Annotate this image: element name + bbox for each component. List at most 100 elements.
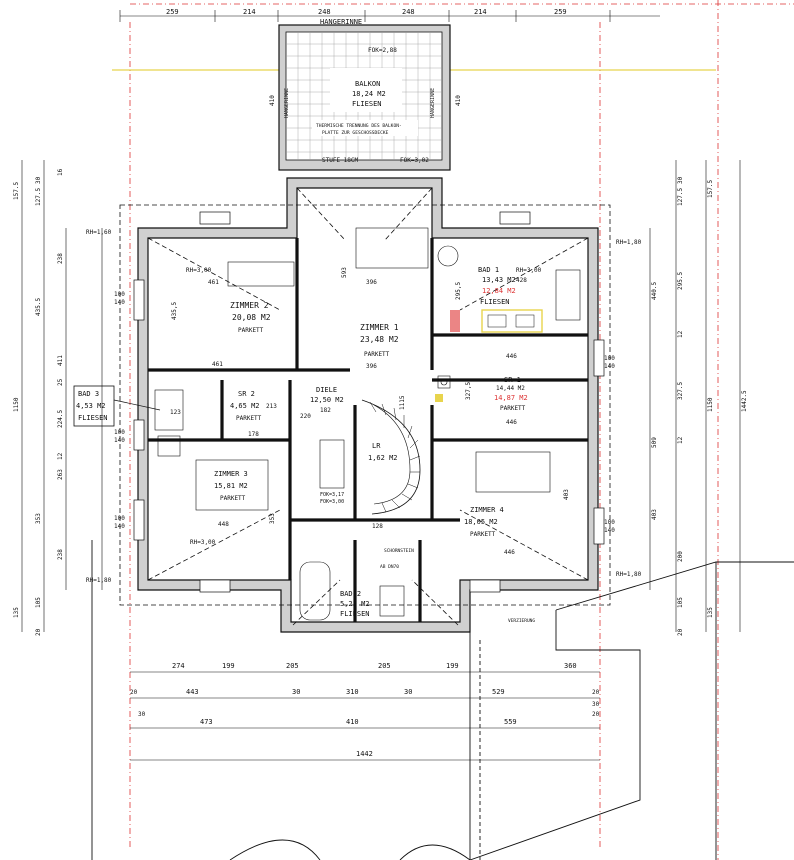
window-140-d: 140 xyxy=(604,363,615,370)
rh-300-b: RH=3,00 xyxy=(516,267,542,274)
zimmer-3-dim-353: 353 xyxy=(269,513,276,524)
dim-left-1275: 127.5 xyxy=(35,188,42,206)
bad-1-floor: FLIESEN xyxy=(480,298,510,306)
dim-top-6: 259 xyxy=(554,8,567,16)
balcony-area: 18,24 M2 xyxy=(352,90,386,98)
bad-2-floor: FLIESEN xyxy=(340,610,370,618)
window-140-a: 140 xyxy=(114,299,125,306)
dim-top-1: 259 xyxy=(166,8,179,16)
dim-bottom-total: 1442 xyxy=(356,750,373,758)
right-dimension-chains: 157.5 1150 1442.5 135 440.5 509 403 295.… xyxy=(649,160,748,632)
dim-left-353: 353 xyxy=(35,513,42,524)
window-140-e: 140 xyxy=(604,527,615,534)
zimmer-4-name: ZIMMER 4 xyxy=(470,506,504,514)
zimmer-2-dim-461a: 461 xyxy=(208,279,219,286)
dim-bottom3-410: 410 xyxy=(346,718,359,726)
dim-bottom1-274: 274 xyxy=(172,662,185,670)
dim-left-238b: 238 xyxy=(57,549,64,560)
dim-bottom2-529: 529 xyxy=(492,688,505,696)
diele-dim-182: 182 xyxy=(320,407,331,414)
dim-right-3275: 327.5 xyxy=(677,382,684,400)
window-labels: 100 140 100 140 100 140 100 140 100 140 xyxy=(114,291,615,534)
bad-1-dim-428: 428 xyxy=(516,277,527,284)
zimmer-1-name: ZIMMER 1 xyxy=(360,323,399,332)
bad-1-dim-2955: 295,5 xyxy=(455,282,462,300)
room-bad-1: BAD 1 RH=3,00 13,43 M2 428 12,84 M2 FLIE… xyxy=(437,245,581,333)
dim-right-200: 200 xyxy=(677,551,684,562)
dim-left-16: 16 xyxy=(57,168,64,176)
sr-1-alt-area: 14,44 M2 xyxy=(496,385,525,392)
small-12-b: 12 xyxy=(677,330,684,338)
window-100-c: 100 xyxy=(114,515,125,522)
window-100-b: 100 xyxy=(114,429,125,436)
zimmer-1-area: 23,48 M2 xyxy=(360,335,399,344)
zimmer-3-dim-448: 448 xyxy=(218,521,229,528)
dim-left-2245: 224.5 xyxy=(57,410,64,428)
window-140-b: 140 xyxy=(114,437,125,444)
zimmer-3-name: ZIMMER 3 xyxy=(214,470,248,478)
dim-right-2955: 295.5 xyxy=(677,272,684,290)
small-30-a: 30 xyxy=(35,176,42,184)
small-12-a: 12 xyxy=(57,452,64,460)
bad-3-dim-123: 123 xyxy=(170,409,181,416)
dim-bottom1-360: 360 xyxy=(564,662,577,670)
dim-bottom1-205a: 205 xyxy=(286,662,299,670)
sr-2-dim-178: 178 xyxy=(248,431,259,438)
bad-3-name: BAD 3 xyxy=(78,390,99,398)
stufe-label: STUFE 18CM xyxy=(322,157,359,164)
room-diele: DIELE 12,50 M2 182 1115 FOK=3,17 FOK=3,0… xyxy=(310,386,406,505)
room-sr-1: 446 SR 1 14,44 M2 14,87 M2 PARKETT 327,5… xyxy=(435,353,528,426)
ab-dn70-label: AB DN70 xyxy=(380,564,399,570)
dim-bottom2-30a: 30 xyxy=(292,688,300,696)
dim-bottom1-199b: 199 xyxy=(446,662,459,670)
dim-left-135: 135 xyxy=(13,607,20,618)
sr-1-dim-446b: 446 xyxy=(506,419,517,426)
room-zimmer-4: ZIMMER 4 18,05 M2 PARKETT 403 446 xyxy=(464,451,570,556)
dim-right-509: 509 xyxy=(651,437,658,448)
balcony-depth-left: 410 xyxy=(269,95,276,106)
zimmer-2-floor: PARKETT xyxy=(238,327,264,334)
bad-1-area: 12,84 M2 xyxy=(482,287,516,295)
fok-302-label: FOK=3,02 xyxy=(400,157,429,164)
zimmer-2-dim-4355: 435,5 xyxy=(171,302,178,320)
diele-area: 12,50 M2 xyxy=(310,396,344,404)
thermische-label: THERMISCHE TRENNUNG DES BALKON- xyxy=(316,123,402,129)
hangerinne-left-label: HANGERINNE xyxy=(284,88,290,118)
sr-2-area: 4,65 M2 xyxy=(230,402,260,410)
room-bad-3: BAD 3 4,53 M2 FLIESEN 123 xyxy=(73,385,184,457)
small-25-a: 25 xyxy=(57,378,64,386)
windows xyxy=(133,211,605,593)
dim-right-135: 135 xyxy=(707,607,714,618)
dim-bottom-20b: 20 xyxy=(592,689,600,696)
dim-bottom-30c: 30 xyxy=(138,711,146,718)
zimmer-2-area: 20,08 M2 xyxy=(232,313,271,322)
small-20-a: 20 xyxy=(35,628,42,636)
dim-left-105: 105 xyxy=(35,597,42,608)
left-dimension-chains: 157.5 1150 135 238 411 224.5 263 238 435… xyxy=(13,160,103,632)
dim-right-1275: 127.5 xyxy=(677,188,684,206)
dim-top-4: 248 xyxy=(402,8,415,16)
sr-1-dim-3275: 327,5 xyxy=(465,382,472,400)
dim-right-14425: 1442.5 xyxy=(741,390,748,412)
small-30-b: 30 xyxy=(677,176,684,184)
bottom-dimension-chains: 274 199 205 205 199 360 443 30 310 30 52… xyxy=(130,662,600,761)
dim-bottom1-205b: 205 xyxy=(378,662,391,670)
zimmer-4-floor: PARKETT xyxy=(470,531,496,538)
interior-walls xyxy=(148,238,588,622)
zimmer-2-dim-461b: 461 xyxy=(212,361,223,368)
window-140-c: 140 xyxy=(114,523,125,530)
balcony-name: BALKON xyxy=(355,80,380,88)
platte-label: PLATTE ZUR GESCHOSSDECKE xyxy=(322,130,389,136)
zimmer-1-floor: PARKETT xyxy=(364,351,390,358)
rh-right-label: RH=1,80 xyxy=(616,239,642,246)
zimmer-1-dim-593: 593 xyxy=(341,267,348,278)
fok-top-label: FOK=2,88 xyxy=(368,47,397,54)
dim-right-4405: 440.5 xyxy=(651,282,658,300)
diele-dim-128: 128 xyxy=(372,523,383,530)
diele-name: DIELE xyxy=(316,386,337,394)
dim-bottom-30d: 30 xyxy=(592,701,600,708)
dim-bottom2-30b: 30 xyxy=(404,688,412,696)
lr-area: 1,62 M2 xyxy=(368,454,398,462)
dim-right-403: 403 xyxy=(651,509,658,520)
